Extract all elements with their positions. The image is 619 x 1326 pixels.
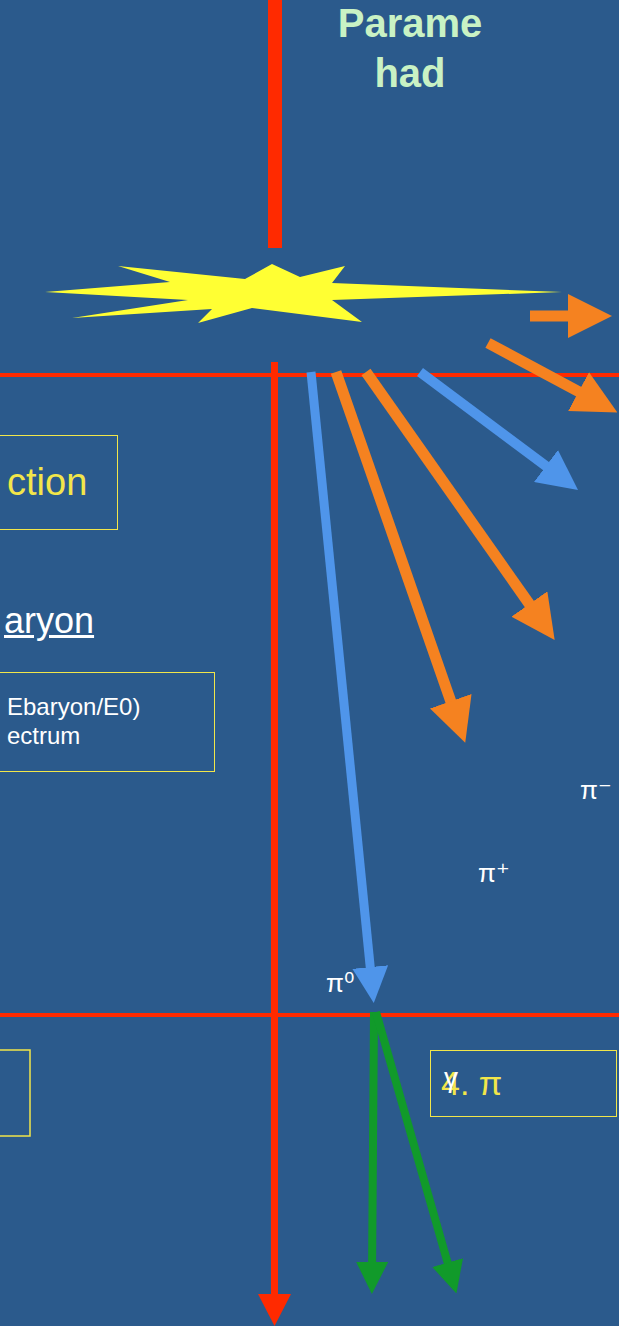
box-text: Ebaryon/E0) ectrum <box>7 693 187 751</box>
box-text: 4. π <box>441 1063 606 1104</box>
axis-arrowhead <box>258 1294 291 1326</box>
pion-arrow <box>530 311 590 322</box>
section-box: ction <box>0 435 118 530</box>
particle-label: π⁻ <box>580 775 612 806</box>
pion-arrow <box>420 372 562 478</box>
step-box: 4. π <box>430 1050 617 1117</box>
interaction-burst <box>45 264 562 323</box>
pion-arrow <box>366 372 542 622</box>
particle-label: π⁰ <box>326 968 354 999</box>
particle-label: π⁺ <box>478 858 510 889</box>
shower-axis <box>271 362 278 1297</box>
photon-arrow <box>372 1012 374 1278</box>
separator-line <box>0 1013 619 1017</box>
pion-arrow <box>311 372 372 985</box>
slide-title: Parame had <box>300 0 520 98</box>
cropped-box <box>0 1050 30 1136</box>
pion-arrow <box>488 343 598 402</box>
pion-arrow <box>336 372 458 722</box>
box-text: ction <box>7 460 109 506</box>
primary-track <box>268 0 282 248</box>
photon-arrow <box>376 1012 452 1278</box>
particle-label: γ <box>444 1062 458 1094</box>
underlined-heading: aryon <box>4 600 94 642</box>
spectrum-box: Ebaryon/E0) ectrum <box>0 672 215 772</box>
